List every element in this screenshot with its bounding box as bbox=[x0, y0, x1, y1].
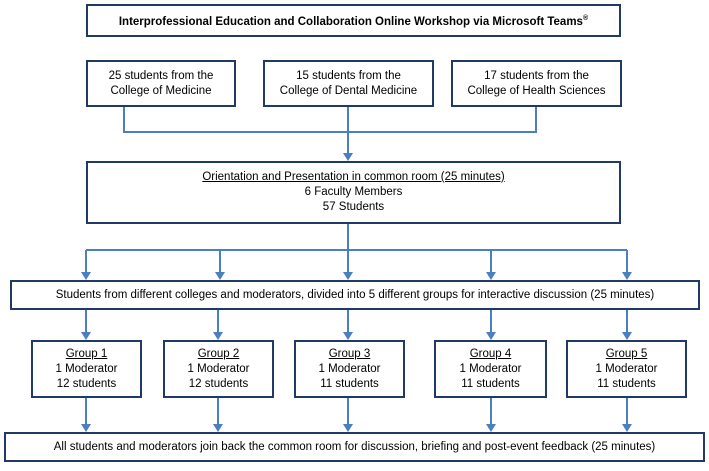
orientation-faculty: 6 Faculty Members bbox=[304, 186, 403, 198]
division-drop-lines bbox=[85, 250, 628, 274]
source-merge-line bbox=[123, 107, 537, 133]
group-name: Group 5 bbox=[605, 347, 648, 360]
group-lines bbox=[85, 310, 628, 334]
registered-mark: ® bbox=[582, 15, 589, 23]
final-text: All students and moderators join back th… bbox=[53, 440, 656, 453]
source-box-dental: 15 students from the College of Dental M… bbox=[263, 60, 434, 107]
group-students: 11 students bbox=[320, 377, 379, 390]
group-moderator: 1 Moderator bbox=[595, 362, 658, 375]
source-line2: College of Medicine bbox=[110, 84, 212, 97]
workshop-title-text: Interprofessional Education and Collabor… bbox=[118, 15, 583, 28]
group-moderator: 1 Moderator bbox=[459, 362, 522, 375]
arrow-final-1 bbox=[81, 424, 91, 432]
orientation-box: Orientation and Presentation in common r… bbox=[86, 161, 621, 224]
source-line2: College of Dental Medicine bbox=[279, 84, 418, 97]
group-students: 11 students bbox=[461, 377, 520, 390]
arrow-group-3 bbox=[343, 332, 353, 340]
group-students: 11 students bbox=[597, 377, 656, 390]
arrow-div-5 bbox=[622, 272, 632, 280]
arrow-group-5 bbox=[622, 332, 632, 340]
group-students: 12 students bbox=[56, 377, 117, 390]
source-line1: 15 students from the bbox=[296, 69, 401, 82]
arrow-group-2 bbox=[213, 332, 223, 340]
group-moderator: 1 Moderator bbox=[318, 362, 381, 375]
group-moderator: 1 Moderator bbox=[55, 362, 118, 375]
arrow-final-5 bbox=[622, 424, 632, 432]
source-line1: 25 students from the bbox=[108, 69, 214, 82]
arrow-final-2 bbox=[213, 424, 223, 432]
group-name: Group 3 bbox=[328, 347, 371, 360]
group-box-5: Group 5 1 Moderator 11 students bbox=[566, 340, 687, 398]
division-text: Students from different colleges and mod… bbox=[55, 288, 655, 301]
group-name: Group 2 bbox=[197, 347, 240, 360]
arrow-group-4 bbox=[486, 332, 496, 340]
final-lines bbox=[85, 398, 628, 426]
source-box-medicine: 25 students from the College of Medicine bbox=[86, 60, 236, 107]
arrow-div-2 bbox=[215, 272, 225, 280]
workshop-title: Interprofessional Education and Collabor… bbox=[119, 11, 588, 30]
orientation-students: 57 Students bbox=[322, 201, 385, 213]
arrow-to-orientation bbox=[343, 153, 353, 161]
arrow-div-3 bbox=[343, 272, 353, 280]
arrow-final-3 bbox=[343, 424, 353, 432]
workshop-title-box: Interprofessional Education and Collabor… bbox=[86, 4, 621, 37]
group-box-4: Group 4 1 Moderator 11 students bbox=[434, 340, 547, 398]
source-box-health: 17 students from the College of Health S… bbox=[451, 60, 622, 107]
group-name: Group 1 bbox=[65, 347, 108, 360]
group-box-1: Group 1 1 Moderator 12 students bbox=[31, 340, 142, 398]
source-line2: College of Health Sciences bbox=[467, 84, 606, 97]
arrow-div-4 bbox=[486, 272, 496, 280]
group-moderator: 1 Moderator bbox=[187, 362, 250, 375]
arrow-group-1 bbox=[81, 332, 91, 340]
group-box-3: Group 3 1 Moderator 11 students bbox=[294, 340, 405, 398]
arrow-final-4 bbox=[486, 424, 496, 432]
final-box: All students and moderators join back th… bbox=[4, 432, 705, 462]
arrow-div-1 bbox=[81, 272, 91, 280]
source-line1: 17 students from the bbox=[484, 69, 589, 82]
orientation-heading: Orientation and Presentation in common r… bbox=[202, 171, 505, 183]
group-students: 12 students bbox=[188, 377, 249, 390]
division-box: Students from different colleges and mod… bbox=[10, 280, 700, 310]
group-name: Group 4 bbox=[469, 347, 512, 360]
group-box-2: Group 2 1 Moderator 12 students bbox=[163, 340, 274, 398]
